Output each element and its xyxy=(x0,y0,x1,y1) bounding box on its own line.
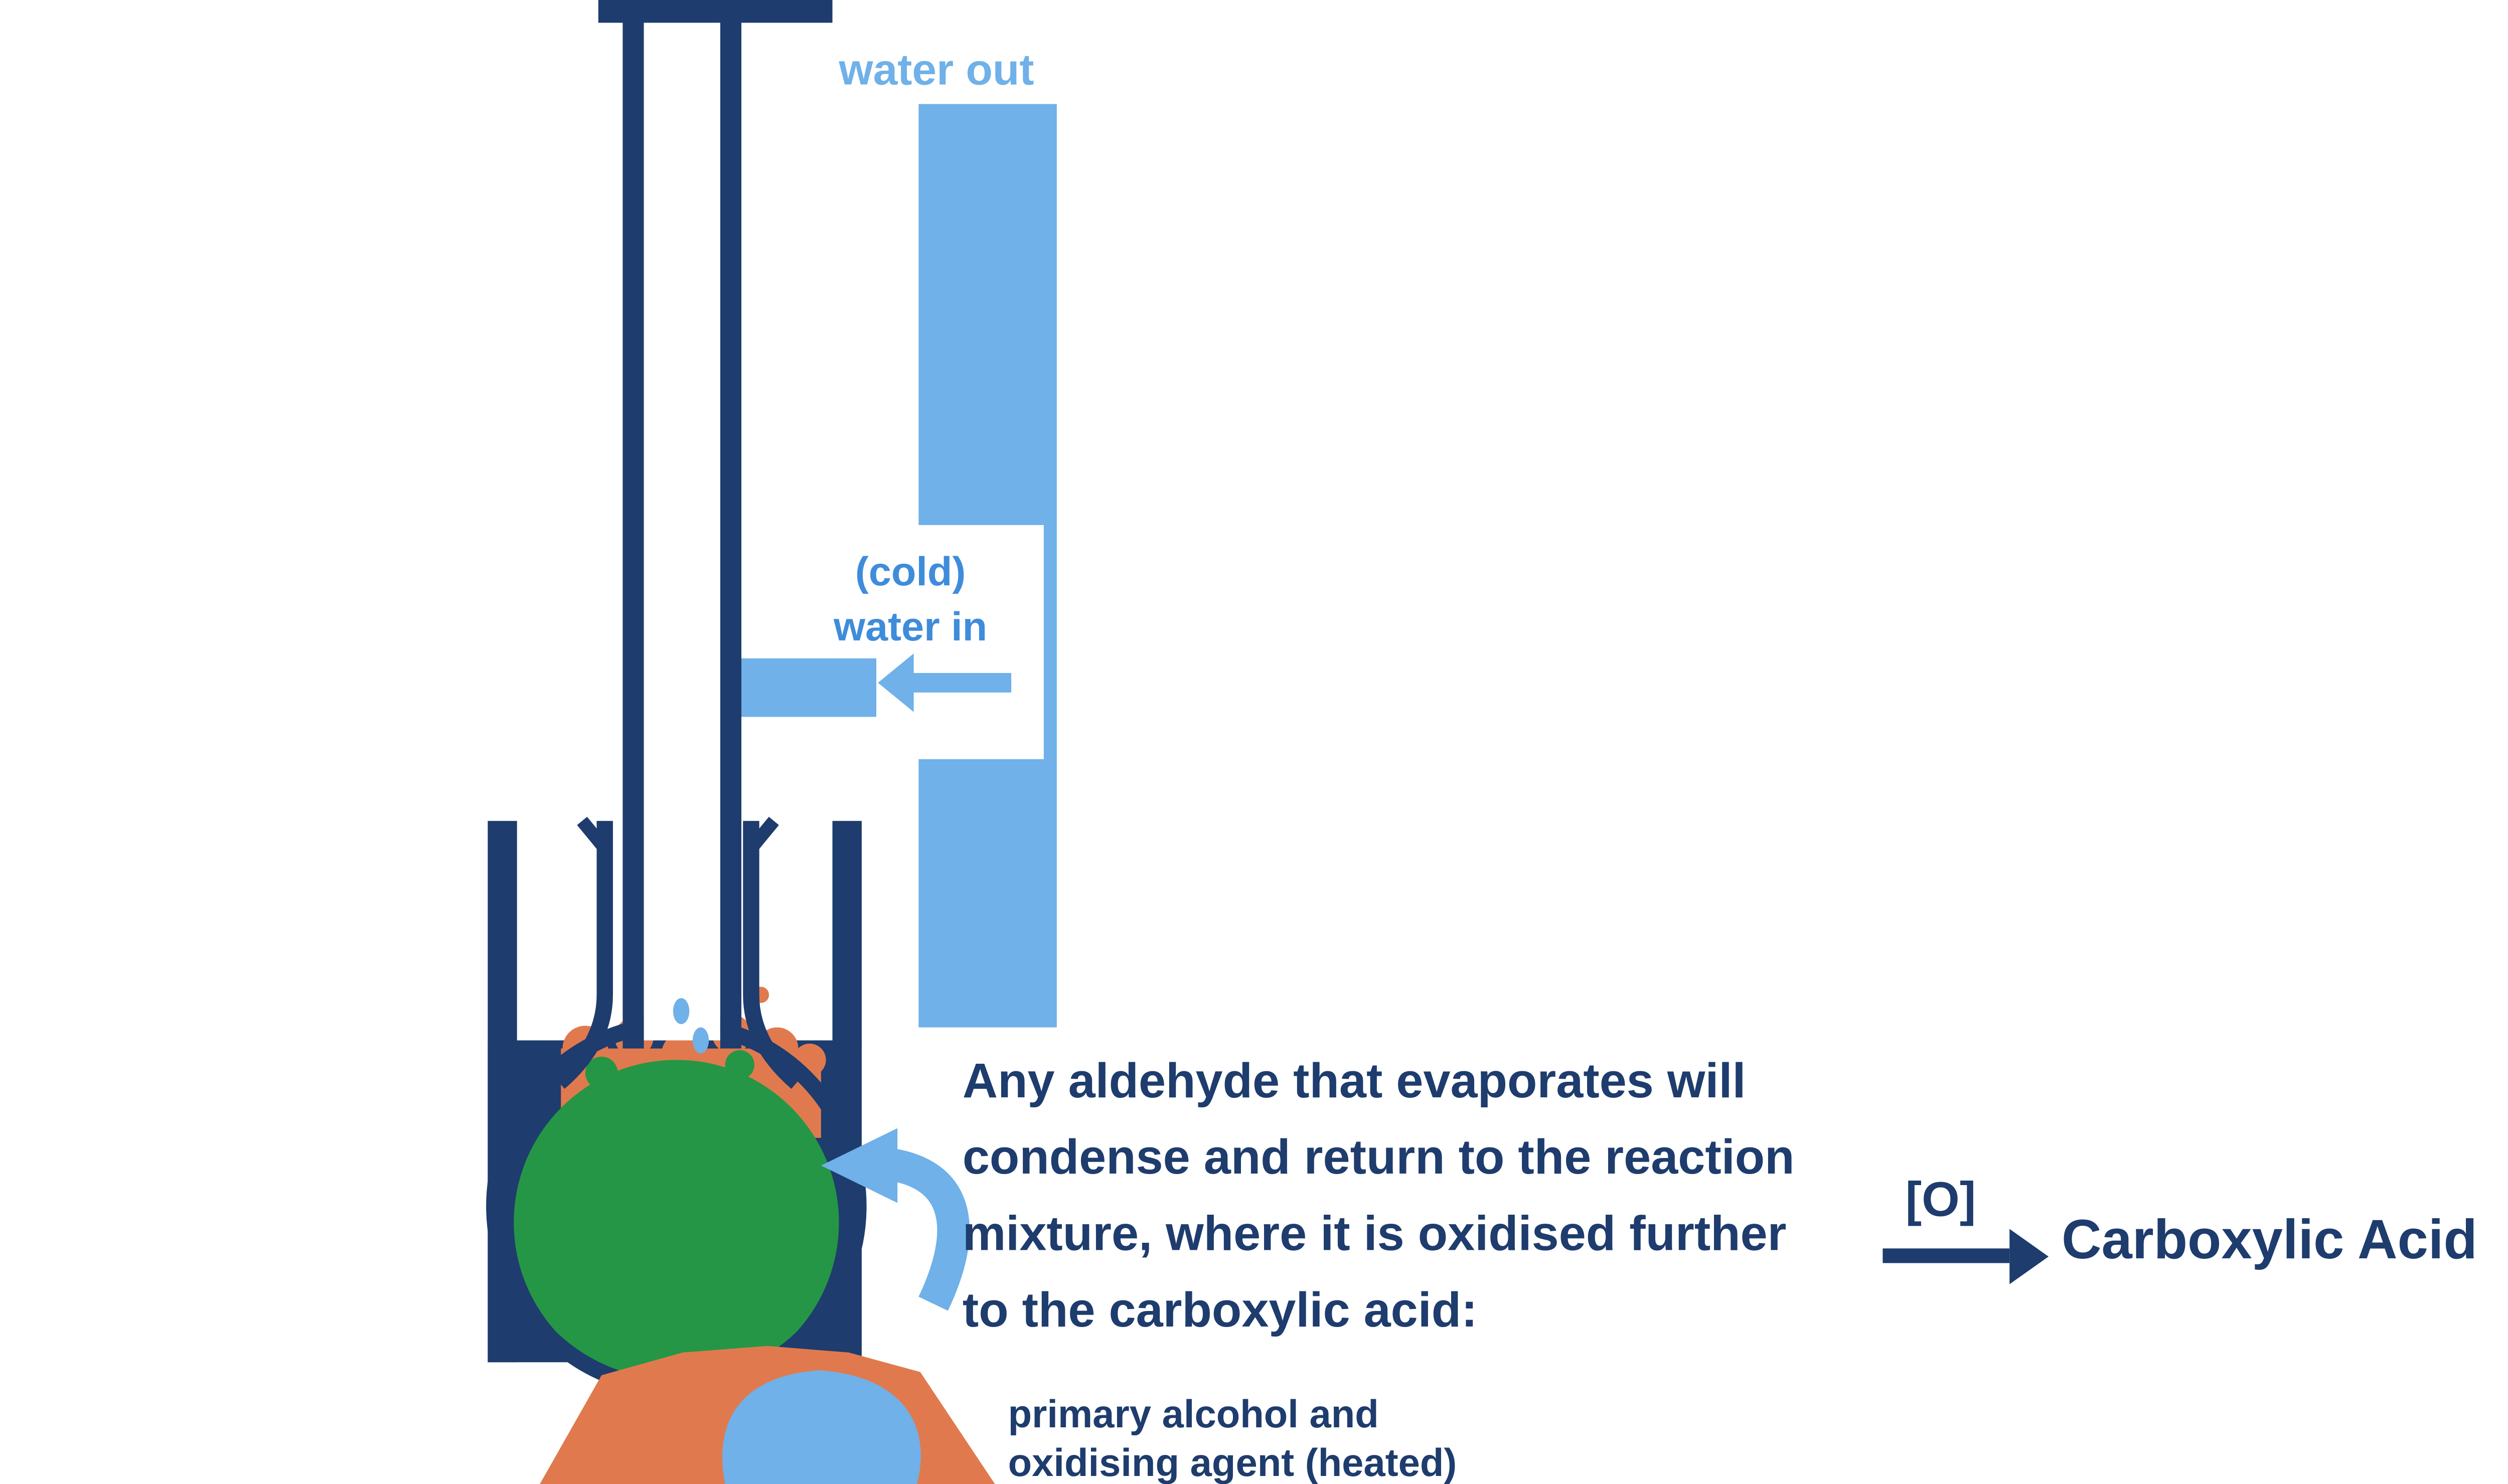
condensate-drop xyxy=(673,998,690,1025)
water-in-arrow-icon xyxy=(878,653,1012,712)
product-label: Carboxylic Acid xyxy=(2061,1209,2477,1271)
flask-neck-wall-left xyxy=(554,820,613,1089)
condenser-inner-tube-bore xyxy=(644,0,720,1041)
water-in-label: (cold) water in xyxy=(777,525,1044,759)
beaker-right-wall xyxy=(832,820,862,1049)
reaction-arrow-icon xyxy=(1883,1229,2049,1284)
water-in-cold-line: (cold) xyxy=(855,549,966,595)
description-text: Any aldehyde that evaporates will conden… xyxy=(963,1044,1795,1349)
description-line: condense and return to the reaction xyxy=(962,1131,1795,1185)
flask-liquid-green xyxy=(514,1060,839,1385)
description-line: Any aldehyde that evaporates will xyxy=(962,1055,1746,1109)
condenser-inner-tube-wall-left xyxy=(622,0,644,1049)
water-in-line: water in xyxy=(833,604,988,650)
oxidation-symbol: [O] xyxy=(1905,1174,1976,1228)
description-line: to the carboxylic acid: xyxy=(962,1284,1478,1338)
joint-tick-left xyxy=(577,816,610,853)
flame-inner xyxy=(722,1370,921,1484)
condensate-drop xyxy=(692,1027,709,1054)
water-in-arm xyxy=(739,658,877,717)
condenser-inner-tube-wall-right xyxy=(720,0,742,1049)
flask-neck-wall-right xyxy=(743,820,802,1089)
reflux-cycle-arrow-icon xyxy=(821,1128,970,1311)
water-out-label: water out xyxy=(839,45,1034,94)
flask-contents-label: primary alcohol and oxidising agent (hea… xyxy=(1008,1392,1457,1484)
joint-tick-right xyxy=(746,816,779,853)
water-in-label-box xyxy=(777,525,1044,759)
condenser-top-cap xyxy=(598,0,833,23)
flask-label-line: primary alcohol and xyxy=(1008,1393,1379,1437)
description-line: mixture, where it is oxidised further xyxy=(962,1208,1787,1262)
flask-label-line: oxidising agent (heated) xyxy=(1008,1442,1457,1484)
